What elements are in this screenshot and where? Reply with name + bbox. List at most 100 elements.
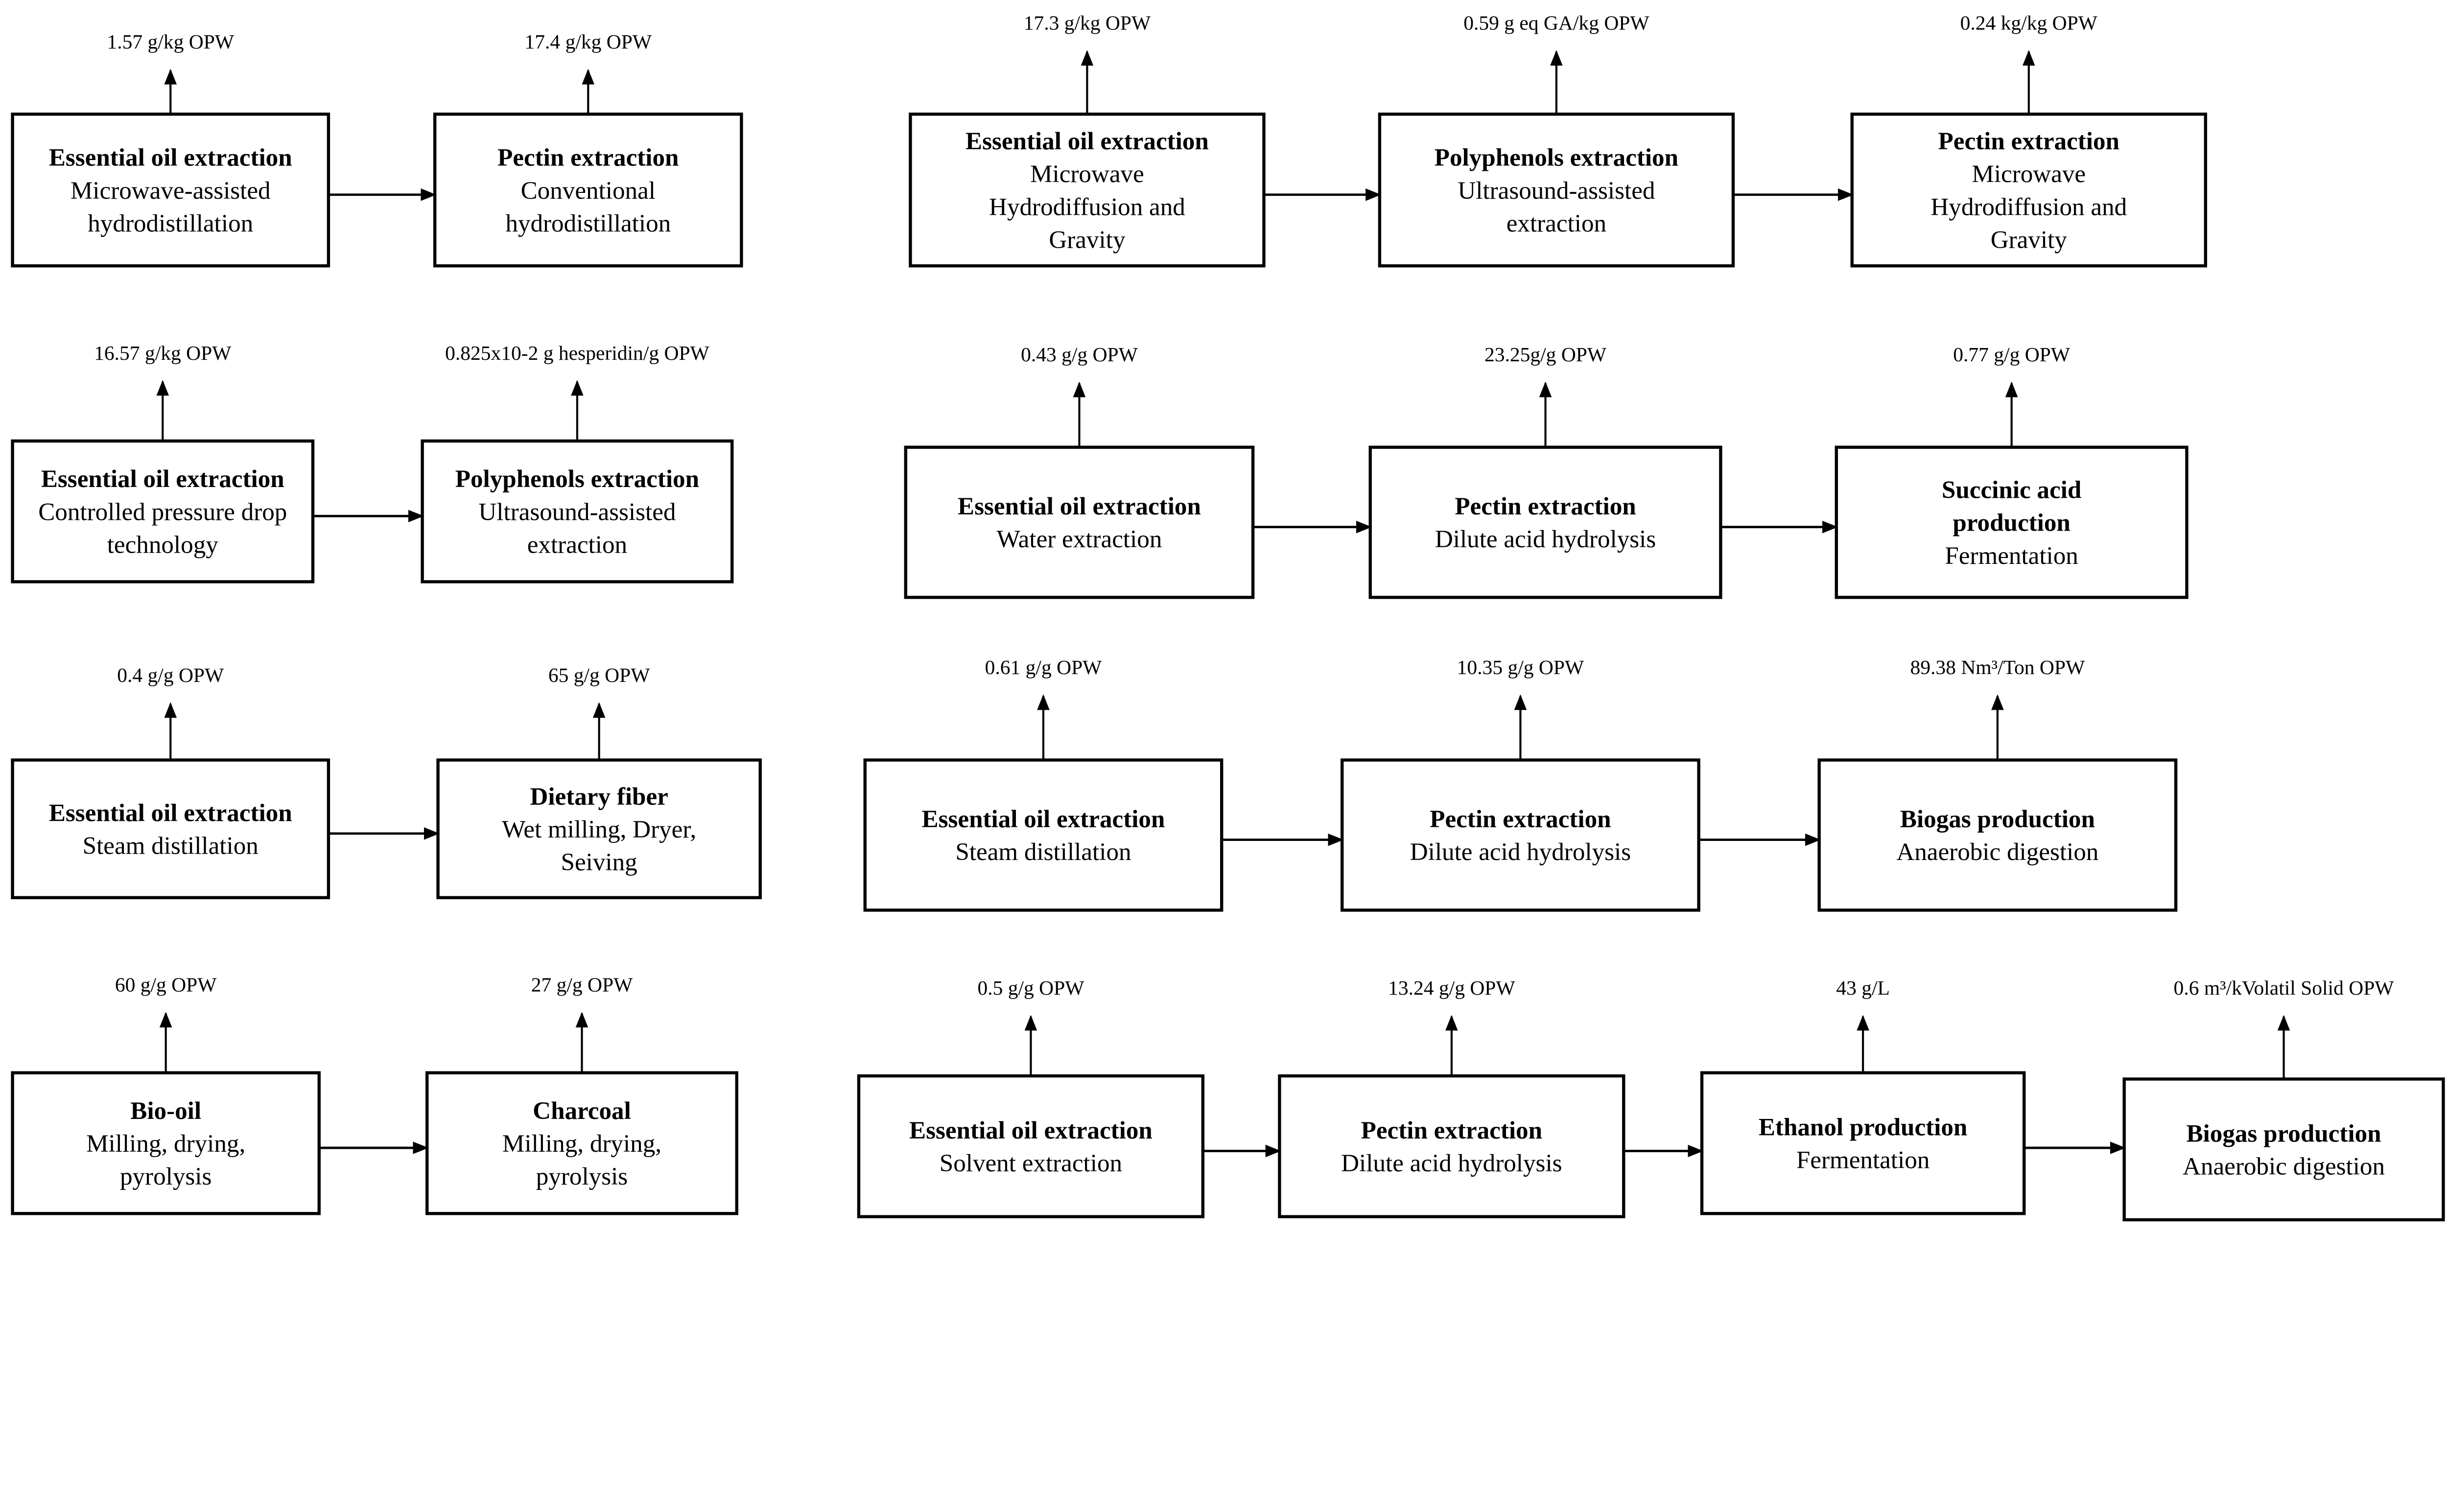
step-method: Anaerobic digestion <box>1896 838 2098 866</box>
process-box <box>863 758 1224 912</box>
process-box <box>11 758 330 900</box>
process-box <box>904 445 1255 599</box>
step-method: Steam distillation <box>955 838 1131 866</box>
process-box <box>1835 445 2189 599</box>
process-box <box>425 1071 738 1215</box>
output-yield: 1.57 g/kg OPW <box>107 30 235 53</box>
process-box <box>1368 445 1722 599</box>
step-method: Hydrodiffusion and <box>989 193 1185 221</box>
step-method: Fermentation <box>1945 542 2078 570</box>
step-title: Polyphenols extraction <box>1435 144 1678 172</box>
step-method: extraction <box>1506 209 1606 237</box>
process-step: Essential oil extractionMicrowave-assist… <box>11 30 330 268</box>
output-yield: 0.43 g/g OPW <box>1021 343 1138 366</box>
process-box <box>1850 113 2207 268</box>
output-yield: 0.5 g/g OPW <box>977 977 1084 999</box>
output-yield: 13.24 g/g OPW <box>1388 977 1515 999</box>
step-method: Solvent extraction <box>940 1149 1122 1177</box>
step-method: Gravity <box>1049 226 1126 254</box>
step-method: Ultrasound-assisted <box>478 498 676 526</box>
output-yield: 65 g/g OPW <box>548 664 650 686</box>
process-step: Polyphenols extractionUltrasound-assiste… <box>1378 12 1735 268</box>
output-yield: 0.825x10-2 g hesperidin/g OPW <box>445 342 709 364</box>
process-step: Essential oil extractionMicrowaveHydrodi… <box>909 12 1266 268</box>
step-method: pyrolysis <box>120 1163 212 1190</box>
output-yield: 17.3 g/kg OPW <box>1024 12 1151 34</box>
step-title: Essential oil extraction <box>49 799 292 827</box>
output-yield: 0.77 g/g OPW <box>1953 343 2071 366</box>
step-method: Dilute acid hydrolysis <box>1341 1149 1562 1177</box>
step-method: Conventional <box>521 177 656 205</box>
step-method: Seiving <box>561 848 637 876</box>
step-method: Microwave-assisted <box>71 177 271 205</box>
process-box <box>1817 758 2178 912</box>
step-title: Essential oil extraction <box>922 805 1165 833</box>
step-method: Hydrodiffusion and <box>1930 193 2127 221</box>
process-box <box>1278 1074 1625 1218</box>
step-method: hydrodistillation <box>88 209 253 237</box>
output-yield: 0.6 m³/kVolatil Solid OPW <box>2174 977 2395 999</box>
step-title: Ethanol production <box>1759 1113 1968 1141</box>
output-yield: 23.25g/g OPW <box>1484 343 1607 366</box>
output-yield: 89.38 Nm³/Ton OPW <box>1910 656 2085 678</box>
step-method: Milling, drying, <box>502 1130 661 1158</box>
diagram-layer: Essential oil extractionMicrowave-assist… <box>11 12 2445 1222</box>
output-yield: 0.61 g/g OPW <box>985 656 1103 678</box>
output-yield: 27 g/g OPW <box>531 974 633 996</box>
step-title: Essential oil extraction <box>958 492 1201 520</box>
step-method: Dilute acid hydrolysis <box>1435 525 1656 553</box>
process-box <box>1700 1071 2026 1215</box>
step-method: technology <box>107 531 219 558</box>
step-method: hydrodistillation <box>505 209 671 237</box>
step-title: Essential oil extraction <box>909 1117 1153 1144</box>
step-method: Milling, drying, <box>86 1130 245 1158</box>
step-title: Biogas production <box>2186 1119 2381 1147</box>
process-step: Succinic acidproductionFermentation0.77 … <box>1835 343 2189 599</box>
step-method: Steam distillation <box>83 832 259 860</box>
process-box <box>421 439 734 583</box>
output-yield: 0.4 g/g OPW <box>117 664 224 686</box>
step-title: Essential oil extraction <box>49 144 292 172</box>
step-title: Pectin extraction <box>1938 127 2119 155</box>
step-method: Controlled pressure drop <box>38 498 287 526</box>
output-yield: 10.35 g/g OPW <box>1457 656 1584 678</box>
step-method: pyrolysis <box>536 1163 628 1190</box>
step-title: Pectin extraction <box>497 144 679 172</box>
step-method: Fermentation <box>1796 1146 1930 1174</box>
output-yield: 16.57 g/kg OPW <box>94 342 232 364</box>
step-title: Dietary fiber <box>530 783 668 811</box>
step-title: Pectin extraction <box>1361 1117 1542 1144</box>
process-box <box>11 1071 321 1215</box>
step-method: extraction <box>527 531 627 558</box>
process-chain: Essential oil extractionMicrowaveHydrodi… <box>909 12 2207 268</box>
step-method: Dilute acid hydrolysis <box>1410 838 1631 866</box>
step-method: Water extraction <box>997 525 1162 553</box>
process-box <box>11 113 330 268</box>
process-box <box>857 1074 1205 1218</box>
process-box <box>436 758 762 900</box>
process-box <box>909 113 1266 268</box>
step-method: Ultrasound-assisted <box>1458 177 1655 205</box>
output-yield: 17.4 g/kg OPW <box>525 30 652 53</box>
output-yield: 60 g/g OPW <box>115 974 217 996</box>
step-title: Pectin extraction <box>1455 492 1636 520</box>
step-title: Succinic acid <box>1942 476 2081 504</box>
output-yield: 43 g/L <box>1836 977 1890 999</box>
process-flow-diagram: Essential oil extractionMicrowave-assist… <box>11 12 2445 1222</box>
